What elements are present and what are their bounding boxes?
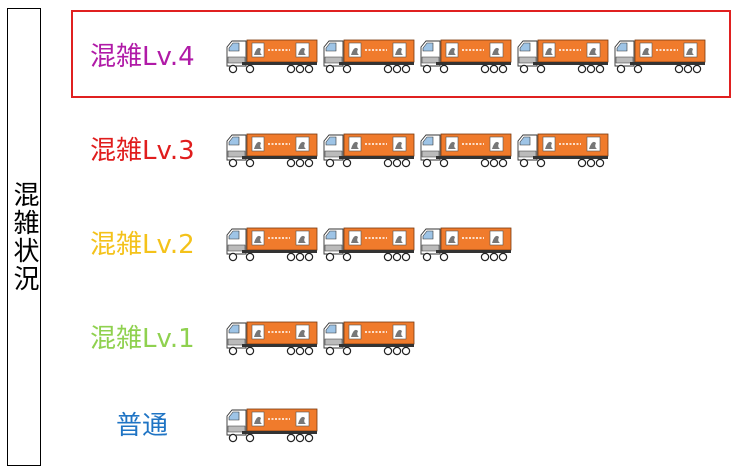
truck-icon [226, 408, 318, 443]
truck-group [224, 225, 513, 265]
side-label-box: 混雑状況 [7, 8, 41, 466]
truck-icon [323, 133, 415, 168]
level-label: 混雑Lv.1 [90, 324, 195, 354]
level-label: 混雑Lv.2 [90, 230, 195, 260]
truck-icon [323, 321, 415, 356]
level-label: 混雑Lv.3 [90, 136, 195, 166]
truck-icon [226, 227, 318, 262]
truck-icon [420, 227, 512, 262]
level-label: 混雑Lv.4 [90, 42, 195, 72]
level-row: 混雑Lv.1 [0, 319, 740, 359]
truck-group [224, 37, 707, 77]
level-row: 普通 [0, 406, 740, 446]
level-row: 混雑Lv.4 [0, 37, 740, 77]
truck-group [224, 406, 319, 446]
truck-icon [323, 227, 415, 262]
truck-icon [420, 133, 512, 168]
truck-icon [517, 39, 609, 74]
truck-group [224, 319, 416, 359]
truck-icon [226, 133, 318, 168]
highlight-frame [71, 10, 731, 98]
side-label: 混雑状況 [9, 181, 39, 293]
truck-icon [323, 39, 415, 74]
level-row: 混雑Lv.2 [0, 225, 740, 265]
truck-icon [420, 39, 512, 74]
truck-group [224, 131, 610, 171]
level-label: 普通 [116, 411, 169, 441]
level-row: 混雑Lv.3 [0, 131, 740, 171]
truck-icon [614, 39, 706, 74]
truck-icon [226, 39, 318, 74]
truck-icon [517, 133, 609, 168]
truck-icon [226, 321, 318, 356]
